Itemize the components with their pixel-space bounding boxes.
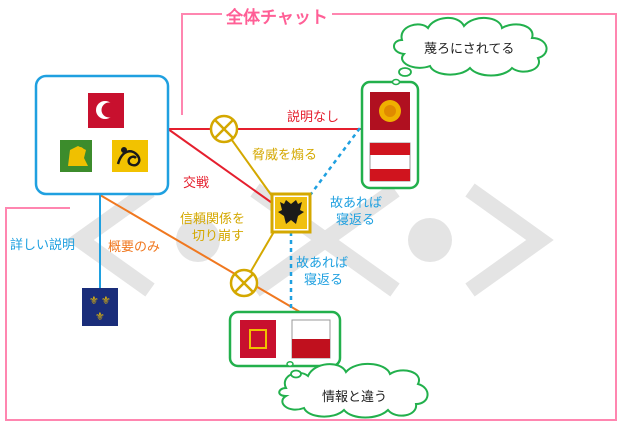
broken-link-marker-top bbox=[209, 114, 239, 144]
label-betray-b-2: 寝返る bbox=[304, 273, 344, 288]
svg-text:⚜: ⚜ bbox=[101, 294, 111, 307]
label-break-trust-1: 信頼関係を bbox=[180, 212, 246, 227]
flag-fleur-de-lis: ⚜ ⚜ ⚜ bbox=[82, 288, 118, 326]
flag-white-red bbox=[291, 319, 331, 359]
label-betray-b-1: 故あれば bbox=[296, 256, 349, 271]
flag-dragon bbox=[112, 140, 148, 172]
flag-chrysanthemum bbox=[370, 92, 410, 130]
watermark bbox=[66, 183, 554, 297]
edge-betray-a bbox=[303, 127, 362, 203]
broken-link-marker-bottom bbox=[229, 268, 259, 298]
label-detailed: 詳しい説明 bbox=[10, 238, 76, 253]
label-war: 交戦 bbox=[183, 176, 210, 191]
watermark-chevron-right-2 bbox=[465, 183, 554, 297]
bubble-bottom-shape bbox=[278, 361, 429, 419]
flag-red-white-red bbox=[369, 142, 411, 182]
watermark-dot-1 bbox=[176, 218, 220, 262]
flag-double-eagle bbox=[270, 192, 312, 234]
flag-red-square-emblem bbox=[240, 320, 276, 358]
label-no-explanation: 説明なし bbox=[287, 110, 340, 125]
bubble-top-shape bbox=[391, 17, 548, 86]
edge-summary-only bbox=[99, 194, 301, 313]
svg-text:⚜: ⚜ bbox=[95, 310, 105, 323]
diagram-title: 全体チャット bbox=[222, 3, 332, 28]
flag-ottoman bbox=[88, 93, 124, 128]
watermark-dot-2 bbox=[408, 218, 452, 262]
label-betray-a-1: 故あれば bbox=[330, 196, 383, 211]
chat-frame-top bbox=[5, 13, 617, 421]
watermark-chevron-left-2 bbox=[311, 183, 400, 297]
bubble-bottom-text: 情報と違う bbox=[322, 390, 388, 405]
edge-war bbox=[167, 128, 283, 211]
bubble-top-text: 蔑ろにされてる bbox=[424, 42, 515, 57]
flag-golden-lion bbox=[60, 140, 92, 172]
label-break-trust-2: 切り崩す bbox=[192, 229, 245, 244]
watermark-chevron-left-1 bbox=[66, 183, 155, 297]
label-summary-only: 概要のみ bbox=[108, 240, 161, 255]
label-betray-a-2: 寝返る bbox=[336, 213, 376, 228]
svg-text:⚜: ⚜ bbox=[89, 294, 99, 307]
label-threat: 脅威を煽る bbox=[252, 148, 318, 163]
